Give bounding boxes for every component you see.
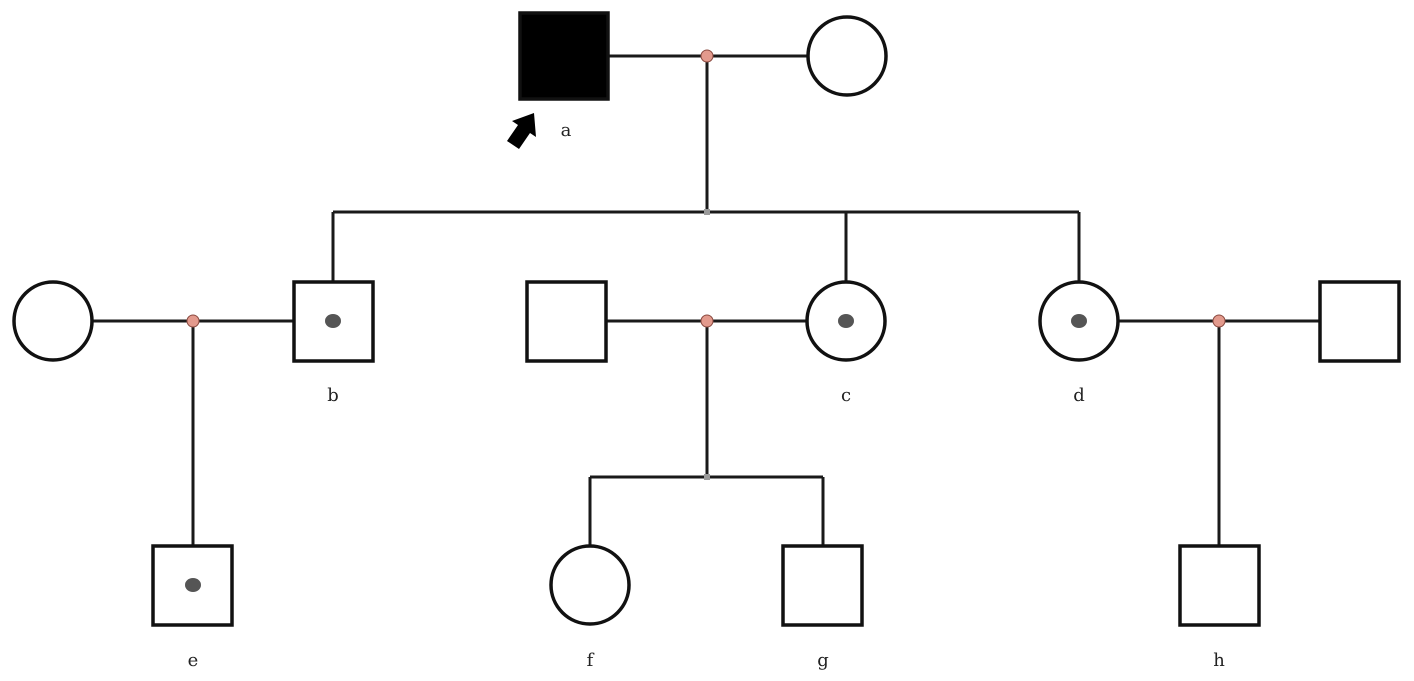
individual-d-spouse-male — [1318, 280, 1401, 363]
label-f: f — [587, 650, 595, 671]
union-node-b — [186, 314, 200, 328]
individual-a-spouse-female — [806, 15, 888, 97]
union-node-d — [1212, 314, 1226, 328]
individual-g-male — [781, 544, 864, 627]
carrier-dot-e — [185, 578, 201, 592]
individual-a-affected-male — [518, 11, 610, 101]
individual-f-female — [549, 544, 631, 626]
label-e: e — [188, 650, 199, 671]
label-a: a — [561, 120, 572, 141]
carrier-dot-d — [1071, 314, 1087, 328]
label-d: d — [1073, 385, 1085, 406]
individual-b-spouse-female — [12, 280, 94, 362]
individual-h-male — [1178, 544, 1261, 627]
label-h: h — [1213, 650, 1225, 671]
individual-c-spouse-male — [525, 280, 608, 363]
label-c: c — [841, 385, 851, 406]
proband-arrow-icon — [507, 113, 536, 149]
carrier-dot-c — [838, 314, 854, 328]
union-node-c — [700, 314, 714, 328]
sibship-node-a — [704, 209, 710, 215]
label-b: b — [327, 385, 339, 406]
carrier-dot-b — [325, 314, 341, 328]
sibship-node-c — [704, 474, 710, 480]
union-node-a — [700, 49, 714, 63]
label-g: g — [817, 650, 829, 671]
